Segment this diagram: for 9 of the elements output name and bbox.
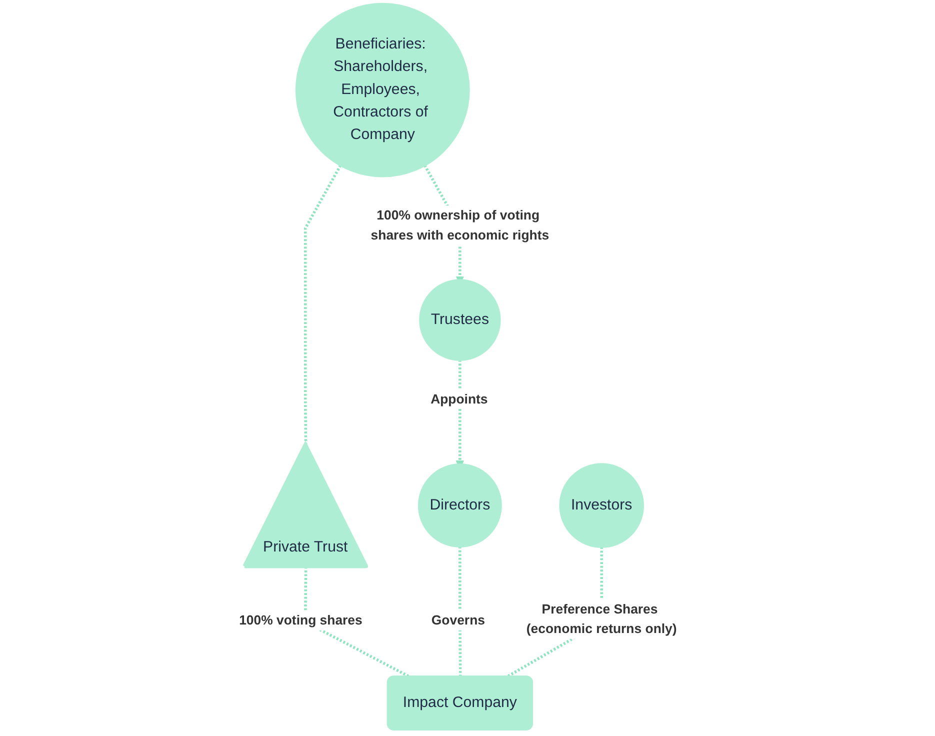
node-circle: Trustees [419,279,501,361]
edge-label: Preference Shares (economic returns only) [526,601,677,636]
node-circle: Investors [559,463,644,548]
edge-label: Governs [431,612,485,628]
node-circle: Directors [418,464,502,548]
edge-label: 100% voting shares [239,612,362,628]
edge-label: Appoints [430,391,488,406]
edge-label: 100% ownership of voting shares with economic rights [370,207,550,242]
node-circle: Beneficiaries: Shareholders, Employees, Contractors of Company [295,2,470,178]
